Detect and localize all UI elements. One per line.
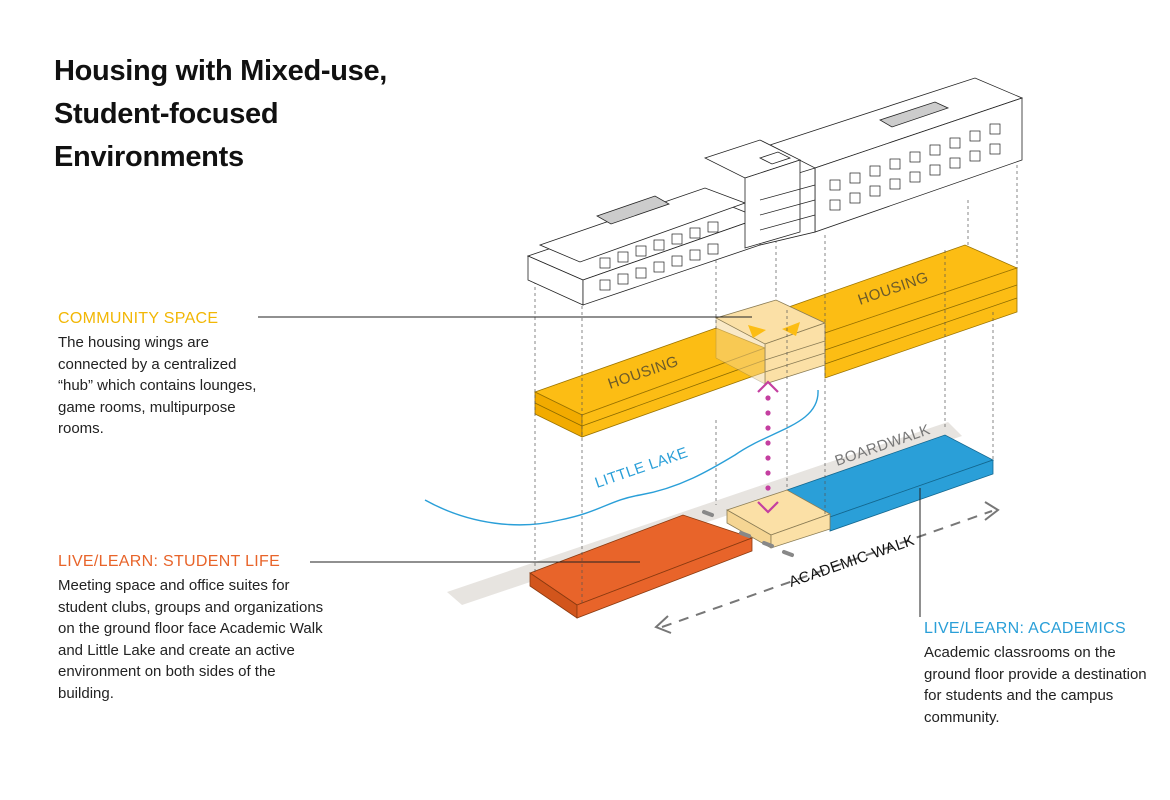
- academic-walk-label: ACADEMIC WALK: [787, 532, 917, 591]
- callout-body: The housing wings are connected by a cen…: [58, 334, 257, 437]
- callout-leader-lines: [258, 316, 921, 617]
- callout-student-life: LIVE/LEARN: STUDENT LIFE Meeting space a…: [58, 553, 328, 704]
- title-line-3: Environments: [54, 141, 244, 173]
- academic-walk-arrow: [654, 501, 1000, 634]
- page-title: Housing with Mixed-use, Student-focused …: [54, 50, 474, 179]
- title-line-1: Housing with Mixed-use,: [54, 55, 388, 87]
- projection-lines: [534, 165, 1018, 605]
- student-life-block: [529, 514, 754, 619]
- housing-left-wing: [533, 327, 767, 438]
- callout-heading: LIVE/LEARN: STUDENT LIFE: [58, 553, 281, 570]
- vertical-circulation-arrow: [757, 380, 779, 514]
- callout-body: Meeting space and office suites for stud…: [58, 577, 324, 702]
- callout-community-space: COMMUNITY SPACE The housing wings are co…: [58, 310, 273, 440]
- hub-connector-dashes: [702, 510, 794, 557]
- arrow-into-hub-right: [782, 322, 800, 336]
- callout-heading: LIVE/LEARN: ACADEMICS: [924, 620, 1126, 637]
- callout-body: Academic classrooms on the ground floor …: [924, 644, 1147, 726]
- hub-ground-block: [726, 489, 831, 549]
- title-line-2: Student-focused: [54, 98, 279, 130]
- building-windows: [599, 123, 1001, 291]
- callout-academics: LIVE/LEARN: ACADEMICS Academic classroom…: [924, 620, 1154, 728]
- arrow-into-hub-left: [748, 325, 766, 338]
- callout-heading: COMMUNITY SPACE: [58, 310, 219, 327]
- little-lake-shoreline: [424, 389, 819, 526]
